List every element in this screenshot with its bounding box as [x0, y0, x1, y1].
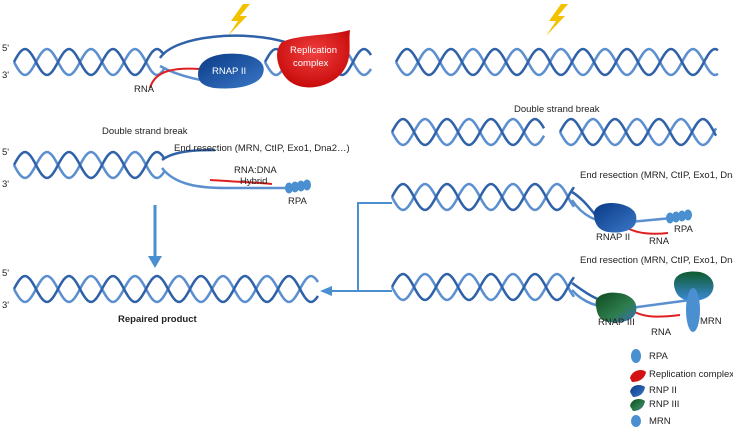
three-prime-label: 3'	[2, 179, 9, 190]
dna-strand-light	[394, 47, 719, 77]
rna-label: RNA	[134, 84, 155, 95]
dna-strand-light	[390, 182, 576, 212]
double-strand-break-label: Double strand break	[102, 126, 188, 137]
resected-strand-top	[571, 281, 601, 302]
down-arrow-head	[148, 256, 162, 268]
left-arrow-head	[320, 286, 332, 296]
legend-label: MRN	[649, 416, 671, 427]
dna-strand-dark	[12, 150, 166, 180]
rnp3-icon	[630, 398, 645, 411]
dna-strand-light	[390, 272, 576, 302]
legend-label: Replication complex	[649, 369, 733, 380]
rnap3-enzyme	[595, 292, 637, 323]
mrn-icon	[631, 415, 641, 427]
transcription-bubble-top	[158, 34, 286, 59]
rnap2-enzyme	[593, 203, 637, 233]
lightning-icon	[228, 4, 250, 36]
three-prime-label: 3'	[2, 300, 9, 311]
legend-label: RNP II	[649, 385, 677, 396]
dna-strand-light	[12, 150, 166, 180]
resected-strand-top	[161, 148, 216, 162]
legend-label: RPA	[649, 351, 668, 362]
end-resection-label: End resection (MRN, CtIP, Exo1, Dna2…)	[580, 255, 733, 266]
rnp2-icon	[630, 384, 645, 397]
dna-strand-dark	[394, 47, 719, 77]
rpa-label: RPA	[674, 224, 693, 235]
rpa-cluster	[285, 179, 311, 194]
repaired-product-label: Repaired product	[118, 314, 197, 325]
dna-helices	[12, 47, 719, 304]
rpa-label: RPA	[288, 196, 307, 207]
legend: RPA Replication complex RNP II RNP III M…	[630, 349, 733, 427]
dna-strand-dark	[390, 117, 546, 147]
end-resection-label: End resection (MRN, CtIP, Exo1, Dna2…)	[580, 170, 733, 181]
dna-strand-light	[12, 274, 320, 304]
mrn-label: MRN	[700, 316, 722, 327]
five-prime-label: 5'	[2, 268, 9, 279]
dna-strand-dark	[12, 47, 166, 77]
hybrid-rna	[209, 179, 273, 185]
rpa-cluster	[666, 209, 692, 224]
five-prime-label: 5'	[2, 147, 9, 158]
dna-strand-light	[12, 47, 166, 77]
rna-label: RNA	[649, 236, 670, 247]
replication-label-2: complex	[293, 58, 329, 69]
rnap2-label: RNAP II	[212, 66, 246, 77]
mrn-complex-body	[686, 288, 700, 332]
end-resection-label: End resection (MRN, CtIP, Exo1, Dna2…)	[174, 143, 350, 154]
double-strand-break-label-right: Double strand break	[514, 104, 600, 115]
dna-strand-dark	[390, 272, 576, 302]
mrn-complex-top	[673, 271, 714, 301]
hybrid-label-1: RNA:DNA	[234, 165, 277, 176]
three-prime-label: 3'	[2, 70, 9, 81]
dna-strand-dark	[390, 182, 576, 212]
rpa-icon	[631, 349, 641, 363]
replication-complex-icon	[630, 370, 646, 382]
rnap2-enzyme	[198, 53, 264, 89]
dna-strand-dark	[12, 274, 320, 304]
resected-strand-bottom	[161, 167, 290, 190]
dna-strand-dark	[558, 117, 718, 147]
replication-complex	[277, 30, 350, 88]
lightning-icon	[546, 4, 568, 36]
legend-label: RNP III	[649, 399, 679, 410]
dna-strand-light	[558, 117, 718, 147]
rnap3-label: RNAP III	[598, 317, 635, 328]
dna-strand-light	[390, 117, 546, 147]
merge-bracket	[357, 202, 392, 291]
rna-label: RNA	[651, 327, 672, 338]
rnap2-label-right: RNAP II	[596, 232, 630, 243]
five-prime-label: 5'	[2, 43, 9, 54]
hybrid-label-2: Hybrid	[240, 176, 267, 187]
replication-label-1: Replication	[290, 45, 337, 56]
